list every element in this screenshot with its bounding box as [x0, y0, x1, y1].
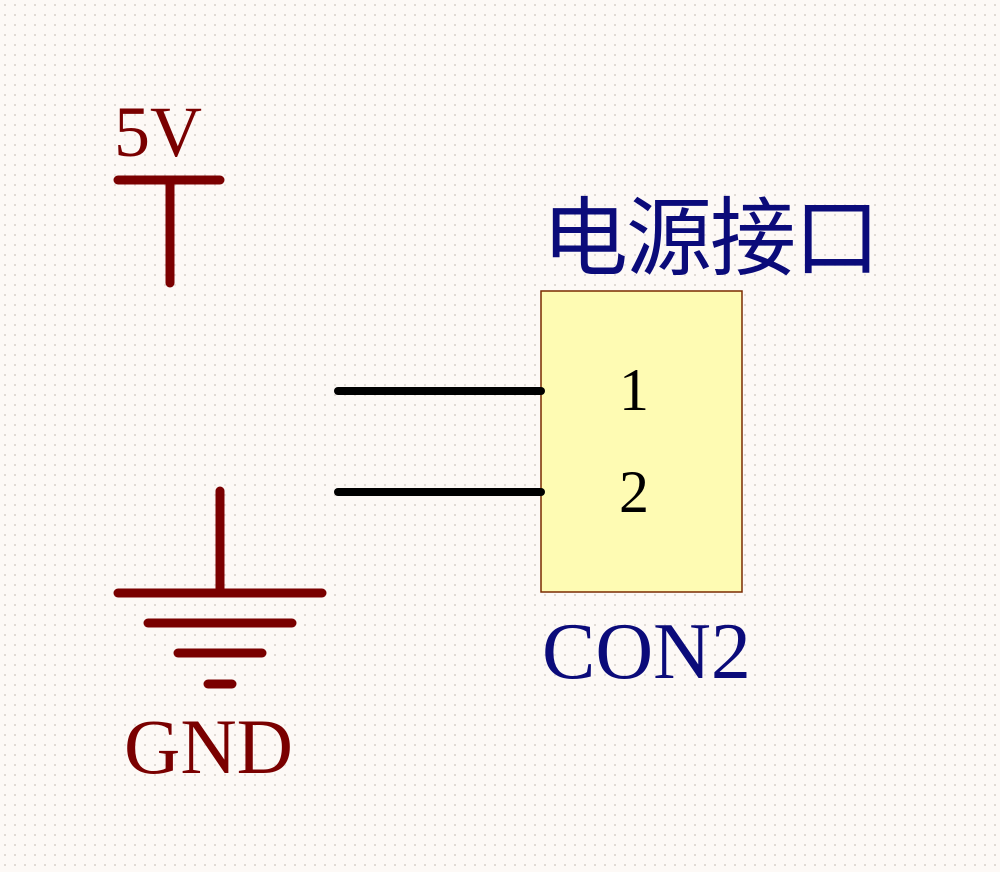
power-net-label: 5V: [114, 92, 202, 172]
power-port-5v[interactable]: [113, 175, 225, 288]
connector-description: 电源接口: [542, 189, 880, 289]
pin-1-number: 1: [619, 357, 649, 423]
pin-2-number: 2: [619, 459, 649, 525]
ground-net-label: GND: [124, 703, 293, 790]
connector-body[interactable]: [540, 290, 743, 593]
ground-port[interactable]: [113, 486, 327, 689]
connector-designator: CON2: [542, 608, 751, 696]
